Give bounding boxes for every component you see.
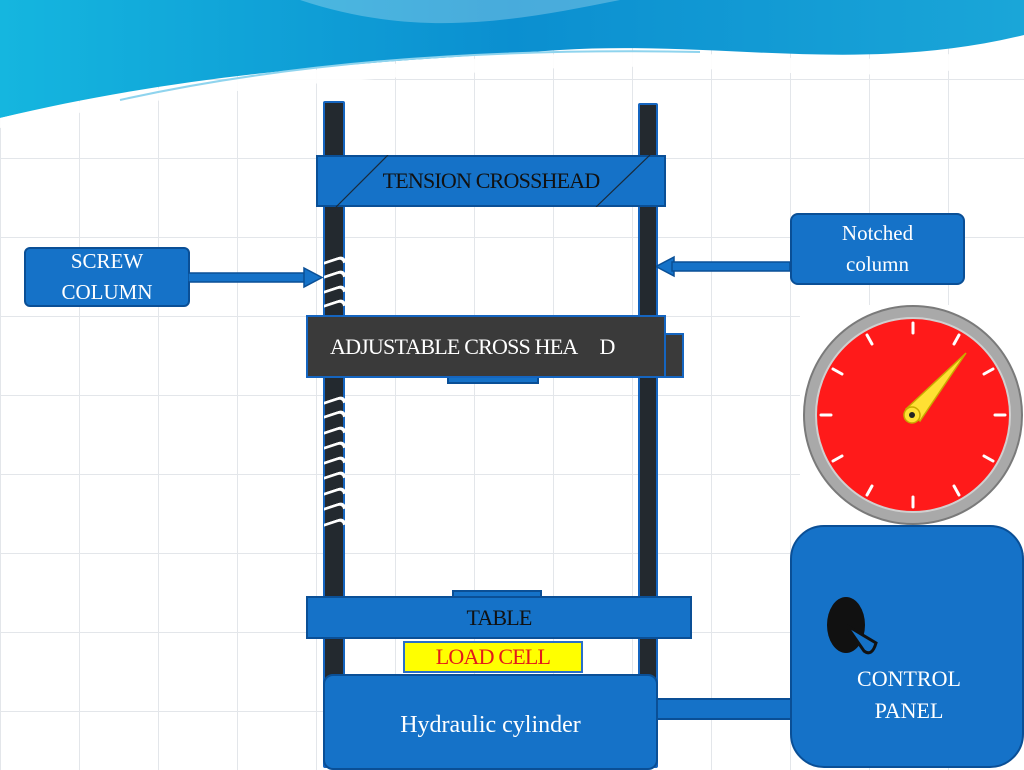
notched-column-arrow (656, 255, 791, 278)
adjustable-crosshead-label: ADJUSTABLE CROSS HEA (330, 333, 578, 359)
hydraulic-cylinder-label: Hydraulic cylinder (400, 711, 581, 738)
control-panel-label: CONTROL PANEL (832, 663, 986, 727)
load-cell-label: LOAD CELL (435, 644, 551, 669)
control-panel-label-line1: CONTROL (857, 666, 961, 691)
control-panel: CONTROL PANEL (790, 525, 1024, 768)
adjustable-crosshead-label-tail: D (599, 333, 616, 359)
table-label: TABLE (466, 604, 532, 630)
header-wave-decoration (0, 0, 1024, 128)
table: TABLE (306, 596, 692, 639)
screw-column-callout: SCREW COLUMN (24, 247, 190, 307)
notched-column-callout: Notched column (790, 213, 965, 285)
adjustable-crosshead-end (664, 333, 684, 378)
tension-crosshead: TENSION CROSSHEAD (316, 155, 666, 207)
knob-icon (827, 597, 878, 655)
dial-gauge-icon (800, 305, 1024, 525)
tension-crosshead-hatch (335, 155, 651, 207)
control-panel-label-line2: PANEL (874, 698, 944, 723)
screw-column-label-line2: COLUMN (61, 280, 153, 304)
screw-column-arrow (188, 266, 324, 289)
hydraulic-pipe (656, 698, 792, 720)
notched-column-label-line1: Notched (841, 221, 914, 245)
adjustable-crosshead: ADJUSTABLE CROSS HEA D (306, 315, 666, 378)
screw-column-label-line1: SCREW (70, 249, 144, 273)
load-cell: LOAD CELL (403, 641, 583, 673)
tension-crosshead-label: TENSION CROSSHEAD (382, 168, 601, 193)
hydraulic-cylinder: Hydraulic cylinder (323, 674, 658, 770)
notched-column-label-line2: column (846, 252, 909, 276)
